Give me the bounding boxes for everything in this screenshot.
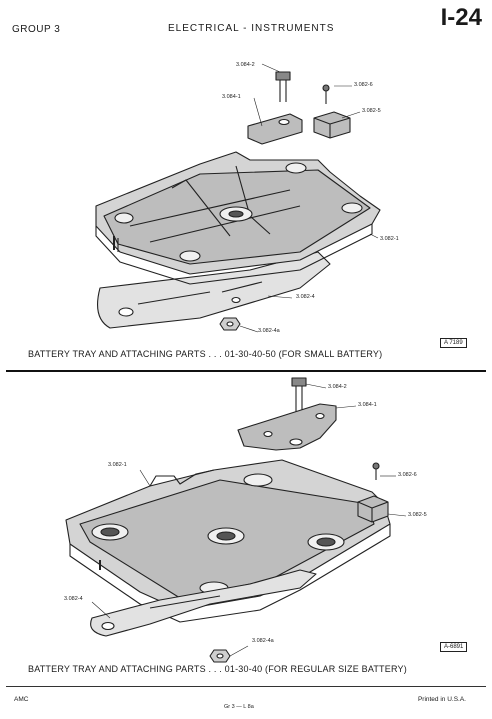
figure-small-battery-tray: 3.084-2 3.084-1 3.082-6 3.082-5 3.082-1 … xyxy=(0,56,492,366)
hold-down-clamp xyxy=(237,403,337,451)
callout-bolt: 3.084-2 xyxy=(328,384,347,390)
footer-page-ref: Gr 3 — L 8a xyxy=(224,704,254,710)
callout-nut: 3.082-4a xyxy=(252,638,274,644)
figure-id: A 7189 xyxy=(440,338,467,348)
support-bracket xyxy=(90,569,317,637)
callout-bolt: 3.084-2 xyxy=(236,62,255,68)
figure-regular-battery-tray: 3.084-2 3.084-1 3.082-1 3.082-6 3.082-5 … xyxy=(0,374,492,684)
section-title: ELECTRICAL - INSTRUMENTS xyxy=(168,23,335,34)
hold-down-clamp xyxy=(247,113,303,145)
callout-spacer: 3.082-5 xyxy=(408,512,427,518)
figure-id: A-6891 xyxy=(440,642,468,652)
group-label: GROUP 3 xyxy=(12,24,61,35)
hold-down-bolt xyxy=(275,71,291,81)
spacer-block xyxy=(357,495,389,523)
callout-nut: 3.082-4a xyxy=(258,328,280,334)
callout-tray: 3.082-1 xyxy=(380,236,399,242)
footer-brand: AMC xyxy=(14,696,29,703)
callout-bracket: 3.082-4 xyxy=(64,596,83,602)
callout-spacer: 3.082-5 xyxy=(362,108,381,114)
callout-clamp: 3.084-1 xyxy=(358,402,377,408)
callout-bracket: 3.082-4 xyxy=(296,294,315,300)
callout-tray: 3.082-1 xyxy=(108,462,127,468)
figure-caption: BATTERY TRAY AND ATTACHING PARTS . . . 0… xyxy=(28,349,383,359)
footer-rule xyxy=(6,686,486,687)
spacer-block xyxy=(313,111,351,139)
support-bracket xyxy=(97,251,331,329)
small-battery-tray-illustration xyxy=(95,63,381,333)
regular-battery-tray-illustration xyxy=(65,377,407,663)
figure-caption: BATTERY TRAY AND ATTACHING PARTS . . . 0… xyxy=(28,664,407,674)
callout-screw: 3.082-6 xyxy=(398,472,417,478)
hold-down-bolt xyxy=(291,377,307,387)
callout-clamp: 3.084-1 xyxy=(222,94,241,100)
callout-screw: 3.082-6 xyxy=(354,82,373,88)
footer-printed: Printed in U.S.A. xyxy=(417,696,466,703)
page-number: I-24 xyxy=(440,4,482,31)
section-divider xyxy=(6,370,486,372)
